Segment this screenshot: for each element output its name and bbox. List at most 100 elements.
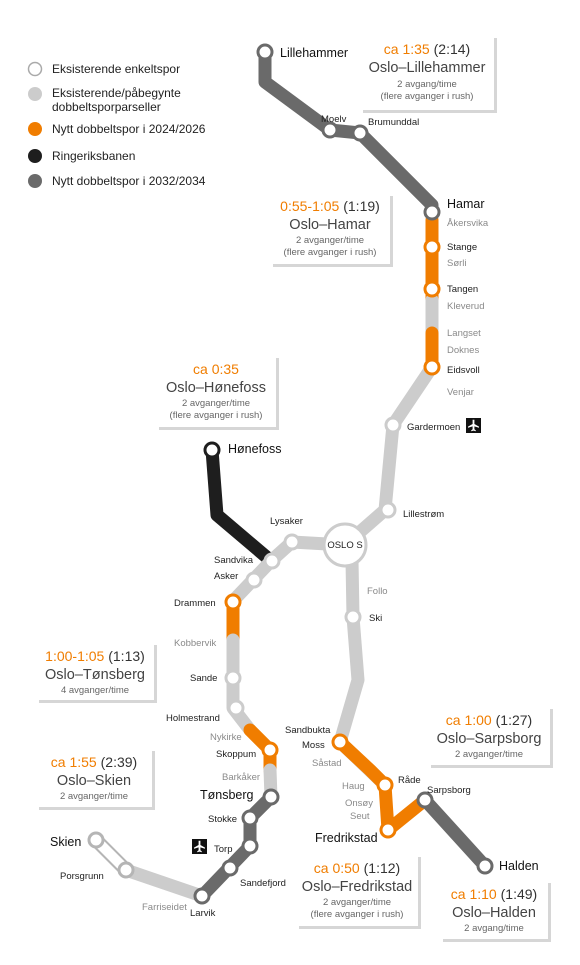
info-box-time: ca 0:35 <box>193 361 239 377</box>
info-box-note: 2 avganger/time <box>182 398 250 409</box>
info-boxes: ca 1:35 (2:14) Oslo–Lillehammer 2 avgang… <box>36 35 553 942</box>
info-box-time-old: (1:12) <box>364 860 401 876</box>
station-dot-rade <box>376 776 394 794</box>
info-box-honefoss: ca 0:35 Oslo–Hønefoss 2 avganger/time (f… <box>156 355 279 430</box>
info-box-time: ca 1:10 <box>451 886 497 902</box>
label-stange: Stange <box>447 242 477 253</box>
info-box-note: 2 avgang/time <box>464 923 524 934</box>
info-box-fredrikstad: ca 0:50 (1:12) Oslo–Fredrikstad 2 avgang… <box>296 854 421 929</box>
label-tangen: Tangen <box>447 284 478 295</box>
label-sastad: Såstad <box>312 758 342 769</box>
label-hamar: Hamar <box>447 197 485 211</box>
label-fredrikstad: Fredrikstad <box>315 831 378 845</box>
legend-item-existing-double: Eksisterende/påbegynte dobbeltsporparsel… <box>28 86 181 114</box>
legend-label-ringeriksbanen: Ringeriksbanen <box>52 149 135 163</box>
label-doknes: Doknes <box>447 345 479 356</box>
label-drammen: Drammen <box>174 598 216 609</box>
label-porsgrunn: Porsgrunn <box>60 871 104 882</box>
info-box-note: 2 avganger/time <box>296 235 364 246</box>
label-farriseidet: Farriseidet <box>142 902 187 913</box>
legend-item-ringeriksbanen: Ringeriksbanen <box>28 149 135 163</box>
info-box-bg <box>156 355 276 427</box>
info-box-bg <box>440 880 548 939</box>
label-tonsberg: Tønsberg <box>200 788 254 802</box>
label-lillehammer: Lillehammer <box>280 46 348 60</box>
label-brumunddal: Brumunddal <box>368 117 419 128</box>
info-box-time-line: 0:55-1:05 (1:19) <box>280 198 380 214</box>
info-box-note: 2 avganger/time <box>455 749 523 760</box>
info-box-route: Oslo–Sarpsborg <box>437 731 542 747</box>
station-dot-fredrikstad <box>379 821 397 839</box>
label-skien: Skien <box>50 835 81 849</box>
info-box-note: (flere avganger i rush) <box>381 91 474 102</box>
info-box-route: Oslo–Tønsberg <box>45 667 145 683</box>
label-lillestrom: Lillestrøm <box>403 509 444 520</box>
info-box-time-old: (2:14) <box>434 41 471 57</box>
label-honefoss: Hønefoss <box>228 442 282 456</box>
station-dot-ski <box>344 608 362 626</box>
line-eidsvoll-oslo <box>338 360 439 552</box>
info-box-halden: ca 1:10 (1:49) Oslo–Halden 2 avgang/time <box>440 880 551 942</box>
line-ringeriksbanen <box>205 443 277 567</box>
info-box-bg <box>428 706 550 765</box>
station-dot-holmestrand <box>227 699 245 717</box>
info-box-time: 1:00-1:05 <box>45 648 104 664</box>
station-dot-drammen <box>224 593 242 611</box>
station-dot-tangen <box>423 280 441 298</box>
station-dot-honefoss <box>203 441 221 459</box>
info-box-route: Oslo–Skien <box>57 773 131 789</box>
info-box-time-old: (1:19) <box>343 198 380 214</box>
legend-swatch-existing-single <box>27 61 43 77</box>
info-box-note: (flere avganger i rush) <box>311 909 404 920</box>
info-box-time-old: (1:27) <box>496 712 533 728</box>
info-box-note: 2 avgang/time <box>397 79 457 90</box>
info-box-time: ca 1:55 <box>51 754 97 770</box>
label-moss: Moss <box>302 740 325 751</box>
airplane-icon <box>192 839 207 854</box>
info-box-lillehammer: ca 1:35 (2:14) Oslo–Lillehammer 2 avgang… <box>360 35 497 113</box>
legend-swatch-existing-double <box>28 87 42 101</box>
label-lysaker: Lysaker <box>270 516 303 527</box>
legend-item-new-2024-2026: Nytt dobbeltspor i 2024/2026 <box>28 122 206 136</box>
line-sarpsborg-halden <box>418 793 492 873</box>
label-barkaker: Barkåker <box>222 772 260 783</box>
legend: Eksisterende enkeltspor Eksisterende/påb… <box>27 61 206 188</box>
station-dot-stange <box>423 238 441 256</box>
info-box-bg <box>36 748 152 807</box>
station-dot-tonsberg <box>262 788 280 806</box>
label-gardermoen: Gardermoen <box>407 422 460 433</box>
label-haug: Haug <box>342 781 365 792</box>
info-box-route: Oslo–Lillehammer <box>369 60 486 76</box>
station-dot-sandvika <box>263 552 281 570</box>
info-box-note: 4 avganger/time <box>61 685 129 696</box>
station-dot-lillestrom <box>379 501 397 519</box>
label-kleverud: Kleverud <box>447 301 485 312</box>
info-box-sarpsborg: ca 1:00 (1:27) Oslo–Sarpsborg 2 avganger… <box>428 706 553 768</box>
legend-label-new-2024-2026: Nytt dobbeltspor i 2024/2026 <box>52 122 206 136</box>
station-dot-torp <box>241 837 259 855</box>
label-larvik: Larvik <box>190 908 216 919</box>
station-dot-gardermoen <box>384 416 402 434</box>
label-eidsvoll: Eidsvoll <box>447 365 480 376</box>
info-box-note: (flere avganger i rush) <box>284 247 377 258</box>
station-dot-halden <box>476 857 494 875</box>
station-dot-sande <box>224 669 242 687</box>
station-dot-lillehammer <box>256 43 274 61</box>
station-dot-larvik <box>193 887 211 905</box>
station-labels: Lillehammer Moelv Brumunddal Hamar Åkers… <box>50 46 539 919</box>
info-box-time-old: (1:49) <box>501 886 538 902</box>
station-dot-asker <box>245 571 263 589</box>
legend-swatch-ringeriksbanen <box>28 149 42 163</box>
label-sande: Sande <box>190 673 217 684</box>
legend-label-existing-double: Eksisterende/påbegynte <box>52 86 181 100</box>
station-dot-sarpsborg <box>416 791 434 809</box>
station-dot-moss <box>331 733 349 751</box>
label-halden: Halden <box>499 859 539 873</box>
label-sarpsborg: Sarpsborg <box>427 785 471 796</box>
legend-swatch-new-2024-2026 <box>28 122 42 136</box>
legend-label-existing-single: Eksisterende enkeltspor <box>52 62 180 76</box>
label-holmestrand: Holmestrand <box>166 713 220 724</box>
legend-item-new-2032-2034: Nytt dobbeltspor i 2032/2034 <box>28 174 206 188</box>
station-dot-skoppum <box>261 741 279 759</box>
